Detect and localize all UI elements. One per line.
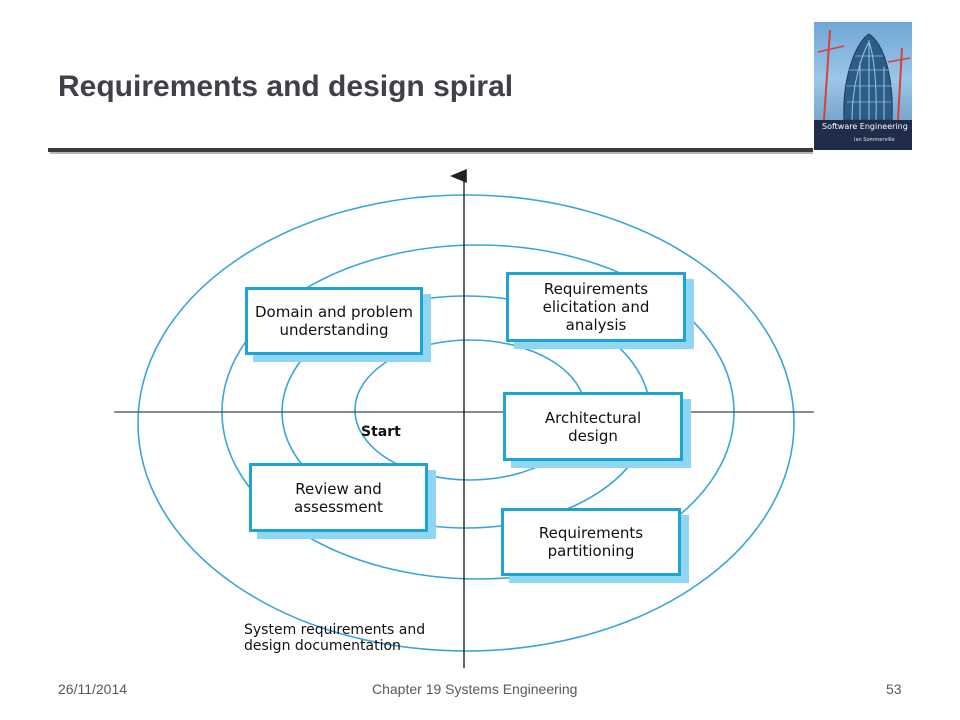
activity-box-partitioning: Requirements partitioning (501, 508, 681, 576)
slide-title: Requirements and design spiral (58, 70, 514, 103)
title-rule (48, 148, 813, 152)
cover-author: Ian Sommerville (854, 137, 895, 143)
footer-date: 26/11/2014 (58, 681, 128, 697)
spiral-ring-4 (137, 194, 795, 652)
start-label: Start (361, 424, 401, 440)
activity-box-review: Review and assessment (249, 463, 428, 532)
activity-box-architectural: Architectural design (503, 392, 683, 461)
footer-chapter: Chapter 19 Systems Engineering (372, 681, 578, 697)
cover-title: Software Engineering (822, 122, 908, 131)
title-rule-shadow (50, 152, 813, 154)
outer-ring-label: System requirements and design documenta… (244, 622, 426, 654)
activity-box-elicitation: Requirements elicitation and analysis (506, 272, 686, 342)
cover-illustration (817, 29, 911, 121)
cover-title-band (814, 120, 912, 150)
book-cover-image: Software Engineering Ian Sommerville (814, 22, 912, 150)
footer-page-number: 53 (886, 681, 902, 697)
activity-box-domain: Domain and problem understanding (245, 287, 423, 355)
